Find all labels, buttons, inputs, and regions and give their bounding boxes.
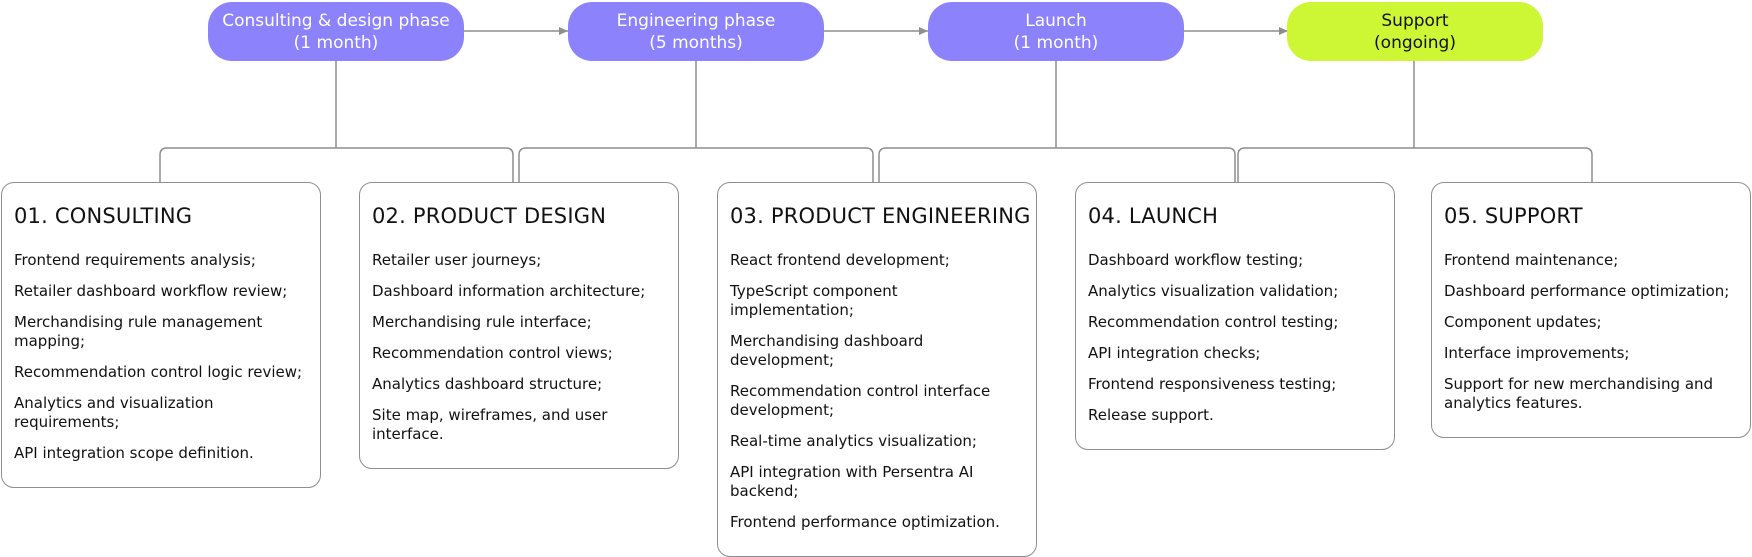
phase-duration: (5 months) (649, 32, 743, 53)
phase-label: Support (1381, 10, 1449, 31)
list-item: Recommendation control testing; (1088, 313, 1339, 331)
phase-consulting-design: Consulting & design phase (1 month) (208, 2, 464, 61)
list-item: Merchandising rule management mapping; (14, 313, 263, 350)
list-item: Analytics visualization validation; (1088, 282, 1339, 300)
list-item: Dashboard information architecture; (372, 282, 646, 300)
list-item: React frontend development; (730, 251, 950, 269)
card-consulting: 01. CONSULTING Frontend requirements ana… (1, 182, 321, 488)
list-item: API integration scope definition. (14, 444, 254, 462)
card-title: 05. SUPPORT (1444, 204, 1583, 228)
list-item: Retailer dashboard workflow review; (14, 282, 288, 300)
phase-launch: Launch (1 month) (928, 2, 1184, 61)
list-item: Release support. (1088, 406, 1214, 424)
list-item: Recommendation control interface develop… (730, 382, 991, 419)
list-item: Recommendation control logic review; (14, 363, 303, 381)
card-title: 02. PRODUCT DESIGN (372, 204, 607, 228)
card-support: 05. SUPPORT Frontend maintenance; Dashbo… (1431, 182, 1751, 438)
card-title: 01. CONSULTING (14, 204, 193, 228)
list-item: Dashboard performance optimization; (1444, 282, 1730, 300)
card-title: 04. LAUNCH (1088, 204, 1219, 228)
card-launch: 04. LAUNCH Dashboard workflow testing; A… (1075, 182, 1395, 450)
card-item-list: React frontend development; TypeScript c… (730, 251, 1024, 532)
list-item: Frontend maintenance; (1444, 251, 1619, 269)
list-item: Support for new merchandising and analyt… (1444, 375, 1714, 412)
list-item: Real-time analytics visualization; (730, 432, 977, 450)
bracket-support (1237, 61, 1593, 182)
phase-duration: (ongoing) (1374, 32, 1456, 53)
list-item: Merchandising rule interface; (372, 313, 592, 331)
list-item: Frontend performance optimization. (730, 513, 1000, 531)
card-item-list: Frontend requirements analysis; Retailer… (14, 251, 308, 463)
phase-label: Engineering phase (616, 10, 776, 31)
list-item: Frontend requirements analysis; (14, 251, 256, 269)
card-title: 03. PRODUCT ENGINEERING (730, 204, 1031, 228)
list-item: API integration with Persentra AI backen… (730, 463, 974, 500)
card-item-list: Retailer user journeys; Dashboard inform… (372, 251, 666, 444)
phase-engineering: Engineering phase (5 months) (568, 2, 824, 61)
bracket-consulting-design (159, 61, 514, 182)
phase-duration: (1 month) (1013, 32, 1099, 53)
list-item: Recommendation control views; (372, 344, 613, 362)
list-item: Merchandising dashboard development; (730, 332, 924, 369)
list-item: Dashboard workflow testing; (1088, 251, 1304, 269)
phase-duration: (1 month) (293, 32, 379, 53)
list-item: Analytics dashboard structure; (372, 375, 603, 393)
bracket-launch (878, 61, 1236, 182)
list-item: Site map, wireframes, and user interface… (372, 406, 608, 443)
card-product-design: 02. PRODUCT DESIGN Retailer user journey… (359, 182, 679, 469)
card-product-engineering: 03. PRODUCT ENGINEERING React frontend d… (717, 182, 1037, 557)
list-item: Retailer user journeys; (372, 251, 542, 269)
list-item: Component updates; (1444, 313, 1602, 331)
phase-label: Launch (1025, 10, 1087, 31)
list-item: Interface improvements; (1444, 344, 1630, 362)
bracket-engineering (518, 61, 874, 182)
card-item-list: Frontend maintenance; Dashboard performa… (1444, 251, 1738, 413)
list-item: API integration checks; (1088, 344, 1261, 362)
phase-support: Support (ongoing) (1287, 2, 1543, 61)
list-item: Frontend responsiveness testing; (1088, 375, 1337, 393)
phase-label: Consulting & design phase (222, 10, 450, 31)
card-item-list: Dashboard workflow testing; Analytics vi… (1088, 251, 1382, 425)
list-item: TypeScript component implementation; (730, 282, 898, 319)
list-item: Analytics and visualization requirements… (14, 394, 214, 431)
